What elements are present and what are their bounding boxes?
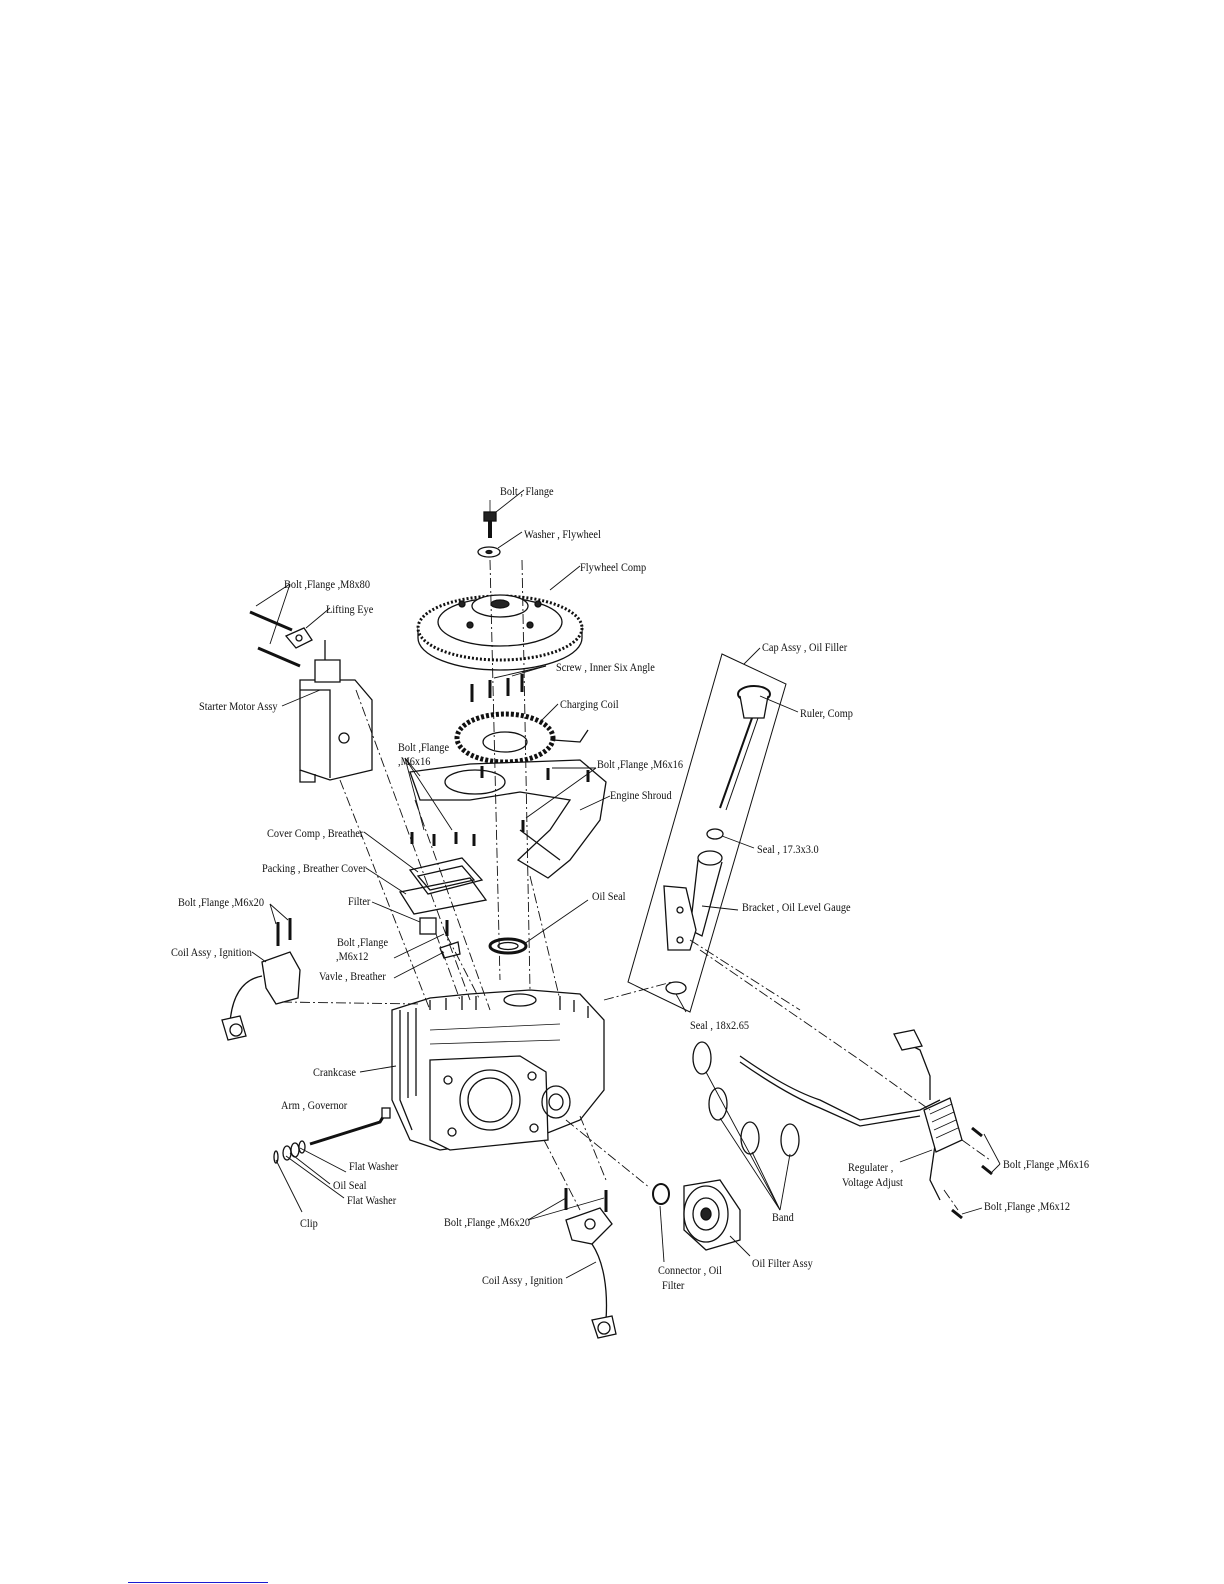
- wiring-harness-part: [739, 1029, 941, 1201]
- charging-coil-part: [454, 711, 589, 765]
- bolt-m6x20-bottom-parts: [564, 1188, 608, 1212]
- label-oil-filter-assy: Oil Filter Assy: [752, 1256, 813, 1270]
- label-connector-oil-filter: Connector , Oil: [658, 1263, 722, 1277]
- label-bolt-flange-m6x16-right: Bolt ,Flange ,M6x16: [597, 757, 684, 771]
- governor-arm-part: [309, 1107, 391, 1146]
- label-connector-oil-filter-2: Filter: [662, 1278, 685, 1292]
- label-washer-flywheel: Washer , Flywheel: [524, 527, 601, 541]
- label-crankcase: Crankcase: [313, 1065, 356, 1079]
- label-bolt-flange-m6x16-reg: Bolt ,Flange ,M6x16: [1003, 1157, 1090, 1171]
- label-arm-governor: Arm , Governor: [281, 1098, 348, 1112]
- label-flat-washer-2: Flat Washer: [347, 1193, 397, 1207]
- label-lifting-eye: Lifting Eye: [326, 602, 374, 616]
- oil-gauge-box: [627, 653, 787, 1013]
- bolt-m6x12-reg-part: [951, 1208, 963, 1220]
- breather-cover-part: [398, 857, 488, 935]
- label-bracket-oil-level-gauge: Bracket , Oil Level Gauge: [742, 900, 851, 914]
- label-bolt-flange-m8x80: Bolt ,Flange ,M8x80: [284, 577, 371, 591]
- ignition-coil-bottom-part: [565, 1207, 617, 1339]
- bolt-m6x16-reg-parts: [971, 1126, 993, 1176]
- crankcase-part: [391, 989, 605, 1151]
- label-bolt-flange-m6x16-left: Bolt ,Flange: [398, 740, 450, 754]
- label-clip: Clip: [300, 1216, 318, 1230]
- label-vavle-breather: Vavle , Breather: [319, 969, 386, 983]
- footer-rule: [128, 1582, 268, 1583]
- label-cover-comp-breather: Cover Comp , Breather: [267, 826, 364, 840]
- label-seal-18: Seal , 18x2.65: [690, 1018, 750, 1032]
- label-ruler-comp: Ruler, Comp: [800, 706, 853, 720]
- oil-gauge-tube-part: [689, 850, 723, 937]
- flywheel-part: [416, 594, 584, 671]
- oil-filler-cap-part: [719, 685, 771, 811]
- seal-18-part: [665, 981, 687, 995]
- oil-filter-connector-part: [652, 1183, 670, 1205]
- label-filter: Filter: [348, 894, 371, 908]
- alignment-lines: [281, 559, 991, 1211]
- label-oil-seal-bottom: Oil Seal: [333, 1178, 367, 1192]
- label-bolt-flange-m6x16-left-size: ,M6x16: [398, 754, 431, 768]
- bolt-m6x16-parts: [410, 766, 590, 846]
- bolt-m8x80-parts: [249, 610, 301, 668]
- inner-six-angle-screws: [470, 674, 524, 702]
- ignition-coil-left-part: [221, 951, 301, 1041]
- label-bolt-flange-m6x12-reg: Bolt ,Flange ,M6x12: [984, 1199, 1071, 1213]
- lifting-eye-part: [284, 627, 313, 649]
- label-starter-motor-assy: Starter Motor Assy: [199, 699, 278, 713]
- washer-flywheel-part: [477, 546, 501, 558]
- label-engine-shroud: Engine Shroud: [610, 788, 672, 802]
- starter-motor-part: [299, 640, 373, 783]
- label-bolt-flange-m6x12-mid-size: ,M6x12: [336, 949, 369, 963]
- label-coil-assy-ignition-left: Coil Assy , Ignition: [171, 945, 252, 959]
- seal-17-part: [706, 828, 724, 840]
- label-bolt-flange-m6x20-bottom: Bolt ,Flange ,M6x20: [444, 1215, 531, 1229]
- label-regulater: Regulater ,: [848, 1160, 894, 1174]
- washer-seal-clip-parts: [273, 1140, 306, 1164]
- band-parts: [692, 1041, 800, 1157]
- label-cap-assy-oil-filler: Cap Assy , Oil Filler: [762, 640, 848, 654]
- oil-filter-part: [683, 1179, 741, 1251]
- label-regulater-voltage-adjust: Voltage Adjust: [842, 1175, 903, 1189]
- label-flat-washer-1: Flat Washer: [349, 1159, 399, 1173]
- leader-lines: [251, 489, 1001, 1279]
- label-flywheel-comp: Flywheel Comp: [580, 560, 647, 574]
- voltage-regulator-part: [923, 1097, 963, 1153]
- label-packing-breather-cover: Packing , Breather Cover: [262, 861, 367, 875]
- valve-breather-part: [439, 941, 461, 959]
- label-charging-coil: Charging Coil: [560, 697, 619, 711]
- label-oil-seal-top: Oil Seal: [592, 889, 626, 903]
- label-bolt-flange-m6x12-mid: Bolt ,Flange: [337, 935, 389, 949]
- label-coil-assy-ignition-bottom: Coil Assy , Ignition: [482, 1273, 563, 1287]
- oil-seal-part: [488, 937, 528, 955]
- label-band: Band: [772, 1210, 794, 1224]
- label-seal-17: Seal , 17.3x3.0: [757, 842, 819, 856]
- label-bolt-flange-m6x20-left: Bolt ,Flange ,M6x20: [178, 895, 265, 909]
- engine-shroud-part: [409, 759, 607, 879]
- label-bolt-flange: Bolt , Flange: [500, 484, 554, 498]
- oil-gauge-bracket-part: [663, 885, 697, 951]
- bolt-flange-part: [483, 500, 497, 538]
- bolt-m6x20-left-parts: [276, 918, 292, 946]
- label-screw-inner-six-angle: Screw , Inner Six Angle: [556, 660, 655, 674]
